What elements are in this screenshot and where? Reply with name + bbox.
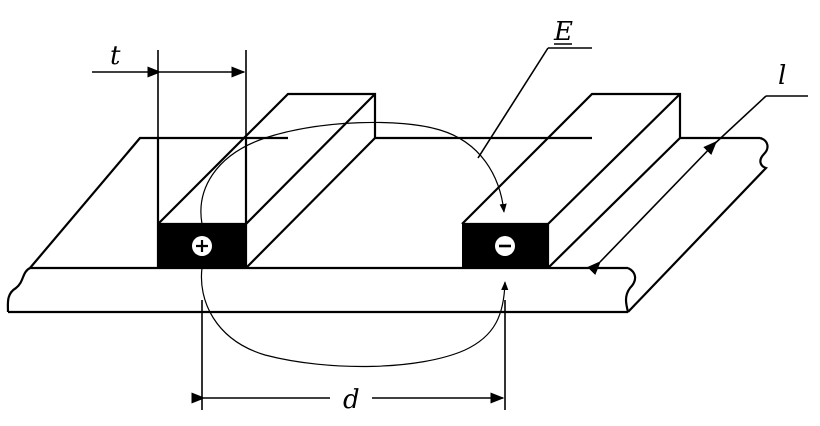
left-block-front bbox=[156, 136, 248, 268]
left-block-side-edge bbox=[245, 137, 376, 269]
substrate-left-back-edge bbox=[29, 136, 158, 269]
l-arrow bbox=[587, 140, 717, 275]
electric-field-lines bbox=[200, 121, 509, 368]
minus-icon bbox=[495, 236, 515, 256]
field-line-upper bbox=[200, 121, 507, 225]
distance-dimension: d bbox=[191, 300, 506, 415]
label-t: t bbox=[110, 41, 121, 71]
l-leader-diagonal bbox=[709, 95, 767, 149]
substrate-right-break bbox=[627, 136, 769, 313]
substrate-left-break bbox=[6, 267, 31, 313]
plus-icon bbox=[192, 236, 212, 256]
field-line-lower bbox=[200, 267, 509, 368]
left-electrode-block bbox=[156, 92, 377, 269]
field-label-group: E bbox=[477, 17, 592, 159]
E-leader bbox=[477, 47, 549, 159]
right-block-top bbox=[461, 92, 682, 225]
length-dimension: l bbox=[587, 61, 808, 275]
left-block-top-front-edge bbox=[245, 93, 376, 225]
left-block-top bbox=[157, 92, 377, 225]
right-electrode-block bbox=[461, 92, 682, 269]
label-l: l bbox=[778, 61, 786, 91]
label-E: E bbox=[553, 17, 573, 47]
label-d: d bbox=[343, 385, 360, 415]
thickness-dimension: t bbox=[92, 41, 247, 138]
